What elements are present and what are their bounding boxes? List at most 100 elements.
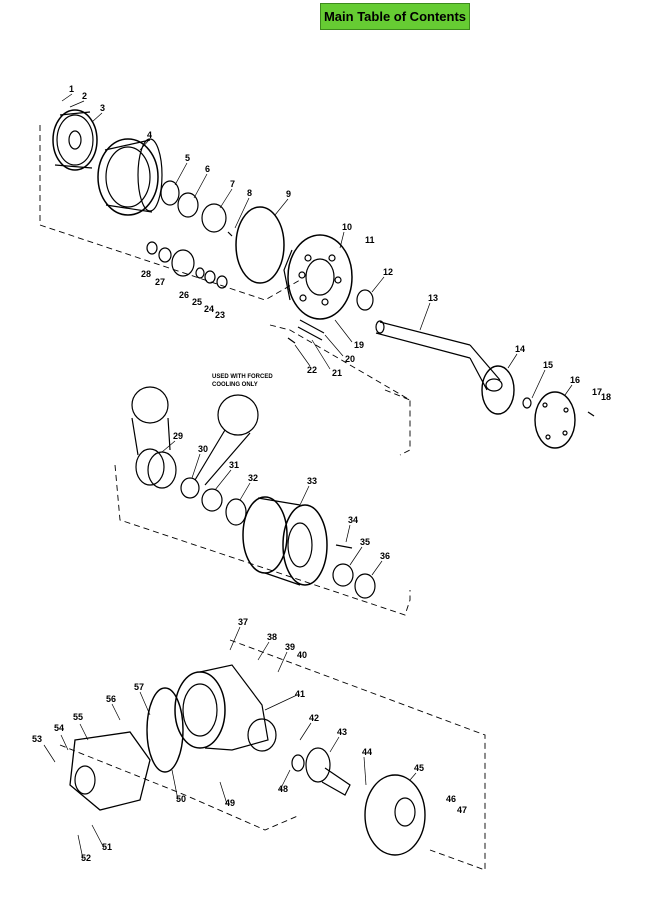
svg-text:25: 25 — [192, 297, 202, 307]
svg-text:29: 29 — [173, 431, 183, 441]
svg-text:21: 21 — [332, 368, 342, 378]
detail-circle-forced-cooling — [217, 394, 259, 436]
svg-text:54: 54 — [54, 723, 64, 733]
part-41-axle-housing — [174, 664, 277, 752]
part-45-brake-drum — [364, 774, 426, 856]
svg-text:35: 35 — [360, 537, 370, 547]
svg-text:38: 38 — [267, 632, 277, 642]
part-15-washer — [522, 397, 532, 409]
svg-text:18: 18 — [601, 392, 611, 402]
svg-text:23: 23 — [215, 310, 225, 320]
svg-text:28: 28 — [141, 269, 151, 279]
part-31-bearing-cone — [201, 488, 223, 512]
part-43-spindle — [305, 747, 351, 796]
svg-text:32: 32 — [248, 473, 258, 483]
svg-text:50: 50 — [176, 794, 186, 804]
svg-text:3: 3 — [100, 103, 105, 113]
svg-text:30: 30 — [198, 444, 208, 454]
part-3-carrier — [52, 109, 98, 171]
svg-text:46: 46 — [446, 794, 456, 804]
part-6-bearing — [177, 192, 199, 218]
svg-text:5: 5 — [185, 153, 190, 163]
part-25-spacer — [195, 267, 205, 279]
svg-text:56: 56 — [106, 694, 116, 704]
svg-text:6: 6 — [205, 164, 210, 174]
callout-labels: 1 2 3 4 5 6 7 8 9 10 11 12 13 14 15 16 1… — [32, 84, 611, 863]
svg-text:27: 27 — [155, 277, 165, 287]
detail-circle-seal — [131, 386, 169, 424]
svg-text:1: 1 — [69, 84, 74, 94]
svg-text:19: 19 — [354, 340, 364, 350]
part-16-cover — [534, 391, 576, 449]
svg-text:33: 33 — [307, 476, 317, 486]
part-13-axle-shaft — [375, 320, 503, 392]
svg-text:20: 20 — [345, 354, 355, 364]
part-8-pin — [227, 231, 233, 237]
svg-text:52: 52 — [81, 853, 91, 863]
svg-text:7: 7 — [230, 179, 235, 189]
forced-cooling-note-line2: COOLING ONLY — [212, 382, 258, 388]
svg-text:37: 37 — [238, 617, 248, 627]
part-34-stud — [335, 544, 353, 549]
svg-text:22: 22 — [307, 365, 317, 375]
part-4-ring-gear — [97, 138, 163, 216]
main-table-of-contents-button[interactable]: Main Table of Contents — [320, 3, 470, 30]
svg-text:43: 43 — [337, 727, 347, 737]
guide-lines — [39, 125, 486, 871]
part-24-bearing — [204, 270, 216, 284]
svg-text:15: 15 — [543, 360, 553, 370]
part-30-seal — [180, 477, 200, 499]
svg-text:11: 11 — [365, 235, 375, 245]
part-14-o-ring — [481, 365, 515, 415]
svg-text:34: 34 — [348, 515, 358, 525]
part-9-o-ring — [235, 206, 285, 284]
part-22-bolt — [287, 337, 296, 344]
svg-text:45: 45 — [414, 763, 424, 773]
svg-text:49: 49 — [225, 798, 235, 808]
svg-text:55: 55 — [73, 712, 83, 722]
svg-text:17: 17 — [592, 387, 602, 397]
part-12-snap-ring — [356, 289, 374, 311]
svg-text:24: 24 — [204, 304, 214, 314]
svg-text:26: 26 — [179, 290, 189, 300]
svg-text:42: 42 — [309, 713, 319, 723]
part-33-wheel-hub — [242, 496, 328, 586]
svg-text:2: 2 — [82, 91, 87, 101]
svg-text:12: 12 — [383, 267, 393, 277]
svg-text:40: 40 — [297, 650, 307, 660]
part-32-bearing-cup — [225, 498, 247, 526]
svg-text:16: 16 — [570, 375, 580, 385]
part-7-washer — [201, 203, 227, 233]
leader-lines — [43, 93, 573, 860]
svg-text:36: 36 — [380, 551, 390, 561]
svg-text:57: 57 — [134, 682, 144, 692]
svg-text:9: 9 — [286, 189, 291, 199]
part-57-o-ring — [146, 687, 184, 773]
part-35-bearing-cup — [332, 563, 354, 587]
part-55-differential — [69, 731, 151, 811]
part-48-seal — [291, 754, 305, 772]
svg-text:41: 41 — [295, 689, 305, 699]
svg-text:48: 48 — [278, 784, 288, 794]
svg-text:44: 44 — [362, 747, 372, 757]
part-23-washer — [216, 275, 228, 289]
part-17-bolt — [587, 411, 595, 417]
svg-text:53: 53 — [32, 734, 42, 744]
svg-text:31: 31 — [229, 460, 239, 470]
svg-text:14: 14 — [515, 344, 525, 354]
part-28-washer — [146, 241, 158, 255]
svg-text:10: 10 — [342, 222, 352, 232]
part-29-seal — [135, 448, 177, 489]
part-5-ring — [160, 180, 180, 206]
svg-text:47: 47 — [457, 805, 467, 815]
svg-text:39: 39 — [285, 642, 295, 652]
svg-text:51: 51 — [102, 842, 112, 852]
part-21-pin — [297, 319, 325, 341]
svg-text:8: 8 — [247, 188, 252, 198]
svg-text:4: 4 — [147, 130, 152, 140]
part-26-planet-gear — [171, 249, 195, 277]
part-10-hub — [283, 234, 353, 320]
part-27-bearing — [158, 247, 172, 263]
part-36-bearing-cone — [354, 573, 376, 599]
